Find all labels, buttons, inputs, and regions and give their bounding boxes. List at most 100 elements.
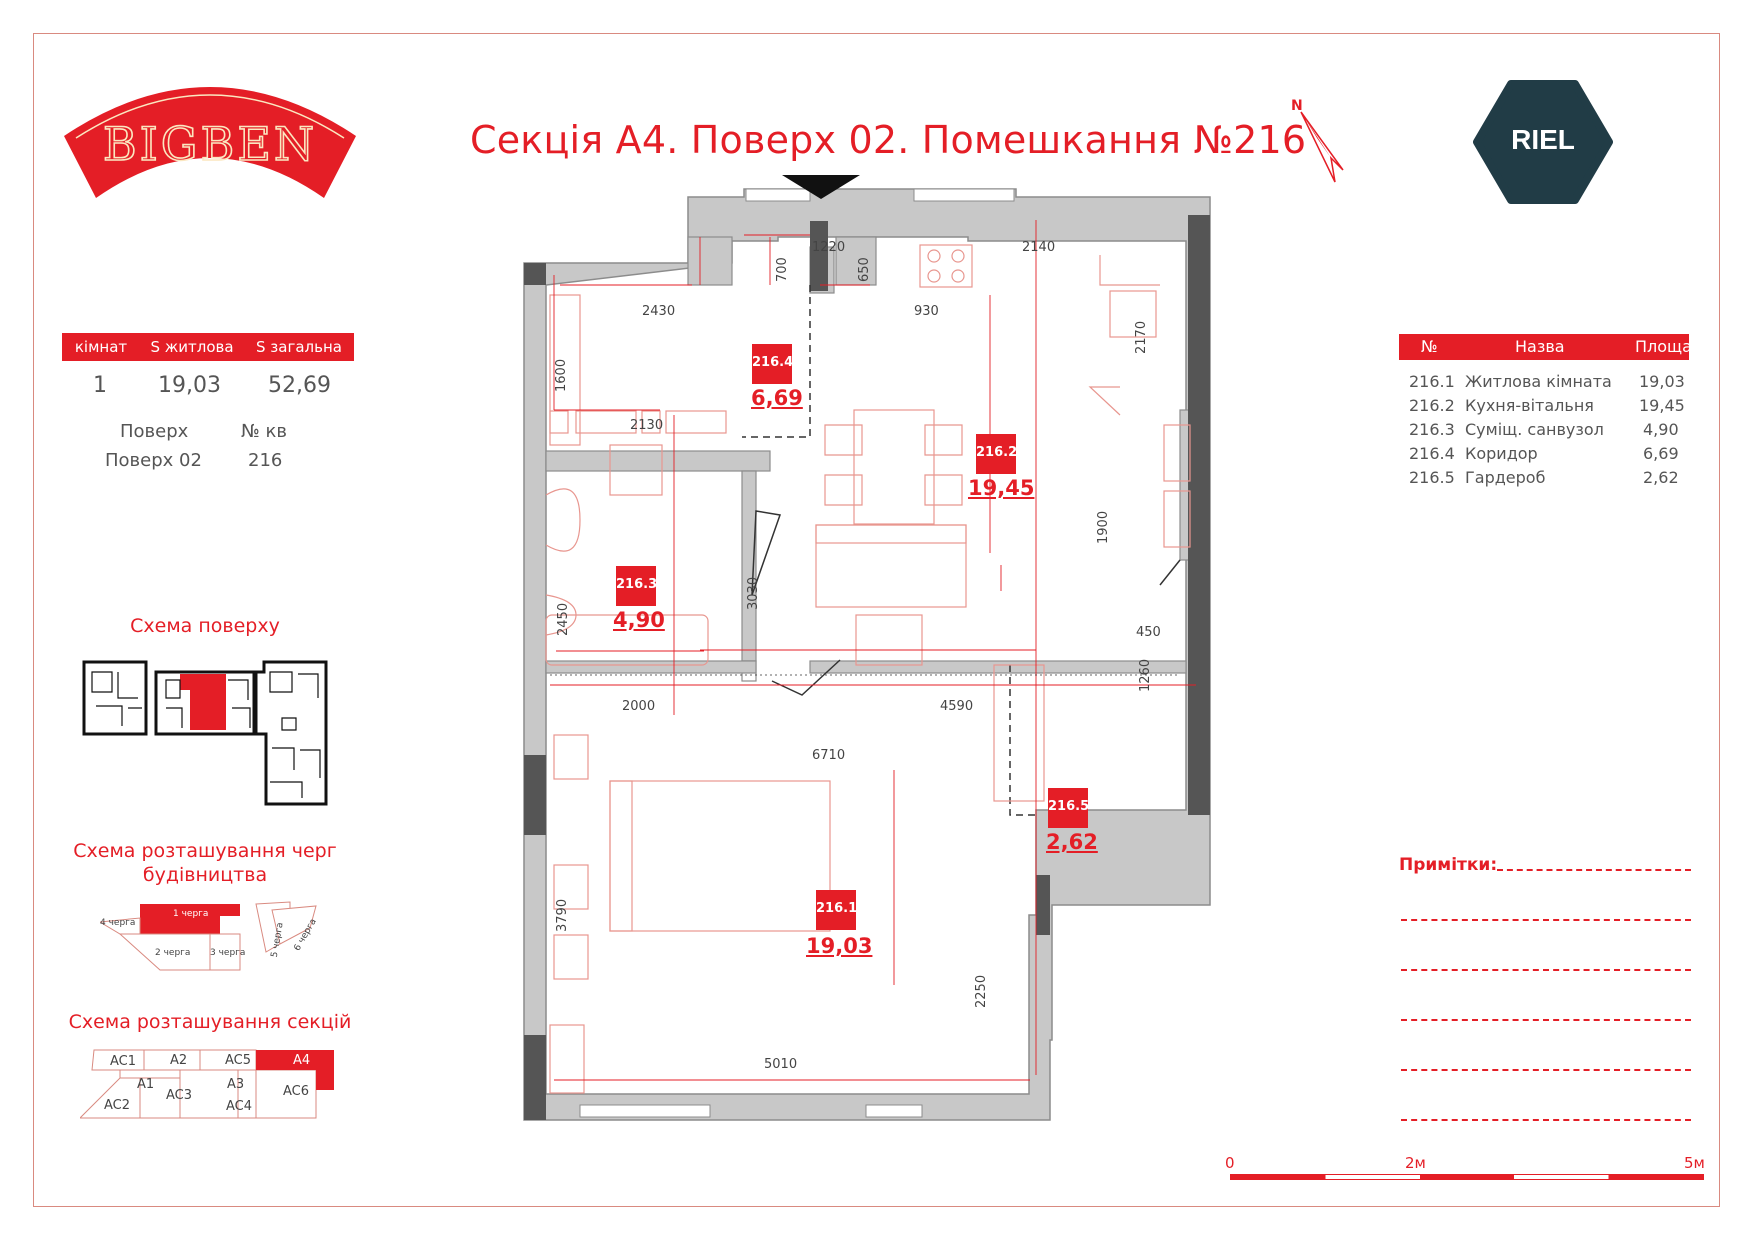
bigben-logo: BIGBEN xyxy=(64,87,356,198)
dim-2130: 2130 xyxy=(630,418,664,433)
summary-header-living: S житлова xyxy=(150,338,234,356)
queue-label-1: 1 черга xyxy=(173,909,209,919)
section-label-a1: A1 xyxy=(137,1077,155,1092)
dim-4590: 4590 xyxy=(940,699,974,714)
queue-scheme-title-2: будівництва xyxy=(142,864,268,886)
row-name: Коридор xyxy=(1465,444,1538,463)
riel-logo-text: RIEL xyxy=(1511,124,1575,155)
riel-logo xyxy=(1473,80,1613,204)
dim-1900: 1900 xyxy=(1096,510,1111,544)
rooms-table-row: 216.3 Суміщ. санвузол 4,90 xyxy=(1399,420,1689,442)
section-scheme-map xyxy=(80,1049,334,1119)
dim-2430: 2430 xyxy=(642,304,676,319)
page-title: Секція А4. Поверх 02. Помешкання №216 xyxy=(470,118,1307,162)
page-frame xyxy=(33,33,1720,1207)
dim-2450: 2450 xyxy=(556,602,571,636)
section-label-ac4: AC4 xyxy=(226,1099,253,1114)
dim-2000: 2000 xyxy=(622,699,656,714)
queue-scheme-title-1: Схема розташування черг xyxy=(73,840,337,862)
dim-450: 450 xyxy=(1136,625,1161,640)
rooms-table-row: 216.1 Житлова кімната 19,03 xyxy=(1399,372,1689,394)
summary-living: 19,03 xyxy=(158,373,221,398)
queue-label-3: 3 черга xyxy=(210,948,246,958)
bigben-logo-text: BIGBEN xyxy=(103,117,317,171)
queue-label-4: 4 черга xyxy=(100,918,136,928)
scale-label-2m: 2м xyxy=(1405,1154,1426,1172)
row-area: 6,69 xyxy=(1643,444,1679,463)
summary-floor-value: Поверх 02 xyxy=(105,450,202,471)
row-name: Житлова кімната xyxy=(1465,372,1612,391)
summary-apt-value: 216 xyxy=(248,450,283,471)
floor-scheme-title: Схема поверху xyxy=(130,615,280,637)
section-label-a2: A2 xyxy=(170,1053,188,1068)
summary-apt-label: № кв xyxy=(241,421,287,442)
compass-icon xyxy=(1300,111,1344,183)
room-area-216-3: 4,90 xyxy=(613,608,665,632)
dim-1260: 1260 xyxy=(1138,658,1153,692)
room-area-216-5: 2,62 xyxy=(1046,830,1098,854)
dim-930: 930 xyxy=(914,304,939,319)
dim-2170: 2170 xyxy=(1134,320,1149,354)
row-no: 216.4 xyxy=(1409,444,1455,463)
row-no: 216.2 xyxy=(1409,396,1455,415)
dim-2140: 2140 xyxy=(1022,240,1056,255)
row-no: 216.5 xyxy=(1409,468,1455,487)
notes-line xyxy=(1401,969,1691,971)
rooms-table-header: № Назва Площа xyxy=(1399,334,1692,360)
section-label-a4: A4 xyxy=(293,1053,311,1068)
scale-label-5m: 5м xyxy=(1684,1154,1705,1172)
rooms-table-row: 216.2 Кухня-вітальня 19,45 xyxy=(1399,396,1689,418)
section-label-a3: A3 xyxy=(227,1077,245,1092)
rooms-table-header-no: № xyxy=(1421,337,1438,356)
room-area-216-4: 6,69 xyxy=(751,386,803,410)
summary-header-total: S загальна xyxy=(256,338,342,356)
dim-650: 650 xyxy=(857,257,872,282)
dim-6710: 6710 xyxy=(812,748,846,763)
compass-label: N xyxy=(1291,98,1303,114)
summary-header: кімнат S житлова S загальна xyxy=(62,333,354,361)
dim-3790: 3790 xyxy=(555,898,570,932)
summary-floor-label: Поверх xyxy=(120,421,189,442)
rooms-table-row: 216.5 Гардероб 2,62 xyxy=(1399,468,1689,490)
dim-700: 700 xyxy=(775,257,790,282)
notes-line xyxy=(1401,1119,1691,1121)
room-badge-216-5: 216.5 xyxy=(1048,788,1089,828)
dim-3030: 3030 xyxy=(746,576,761,610)
queue-label-2: 2 черга xyxy=(155,948,191,958)
section-label-ac2: AC2 xyxy=(104,1098,131,1113)
scale-bar xyxy=(1230,1174,1704,1180)
scale-label-0: 0 xyxy=(1225,1154,1235,1172)
rooms-table-row: 216.4 Коридор 6,69 xyxy=(1399,444,1689,466)
notes-line xyxy=(1401,1069,1691,1071)
section-label-ac6: AC6 xyxy=(283,1084,310,1099)
dim-1600: 1600 xyxy=(554,358,569,392)
row-area: 19,45 xyxy=(1639,396,1685,415)
section-scheme-title: Схема розташування секцій xyxy=(68,1011,352,1033)
row-area: 2,62 xyxy=(1643,468,1679,487)
summary-total: 52,69 xyxy=(268,373,331,398)
row-name: Гардероб xyxy=(1465,468,1546,487)
section-label-ac1: AC1 xyxy=(110,1054,137,1069)
floor-scheme-map xyxy=(82,660,328,806)
room-area-216-2: 19,45 xyxy=(968,476,1035,500)
notes-label: Примітки: xyxy=(1399,855,1498,875)
room-badge-216-3: 216.3 xyxy=(616,566,657,606)
rooms-table-header-name: Назва xyxy=(1515,337,1565,356)
section-label-ac3: AC3 xyxy=(166,1088,193,1103)
dim-5010: 5010 xyxy=(764,1057,798,1072)
row-name: Кухня-вітальня xyxy=(1465,396,1594,415)
rooms-table-header-area: Площа xyxy=(1635,337,1692,356)
row-area: 4,90 xyxy=(1643,420,1679,439)
dim-1220: 1220 xyxy=(812,240,846,255)
room-badge-216-1: 216.1 xyxy=(816,890,857,930)
summary-rooms: 1 xyxy=(93,373,107,398)
room-badge-216-4: 216.4 xyxy=(752,344,793,384)
dim-2250: 2250 xyxy=(974,974,989,1008)
room-area-216-1: 19,03 xyxy=(806,934,873,958)
queue-scheme-map xyxy=(100,901,317,971)
row-area: 19,03 xyxy=(1639,372,1685,391)
notes-line xyxy=(1401,1019,1691,1021)
section-label-ac5: AC5 xyxy=(225,1053,252,1068)
summary-header-rooms: кімнат xyxy=(74,338,128,356)
notes-line xyxy=(1497,869,1691,871)
